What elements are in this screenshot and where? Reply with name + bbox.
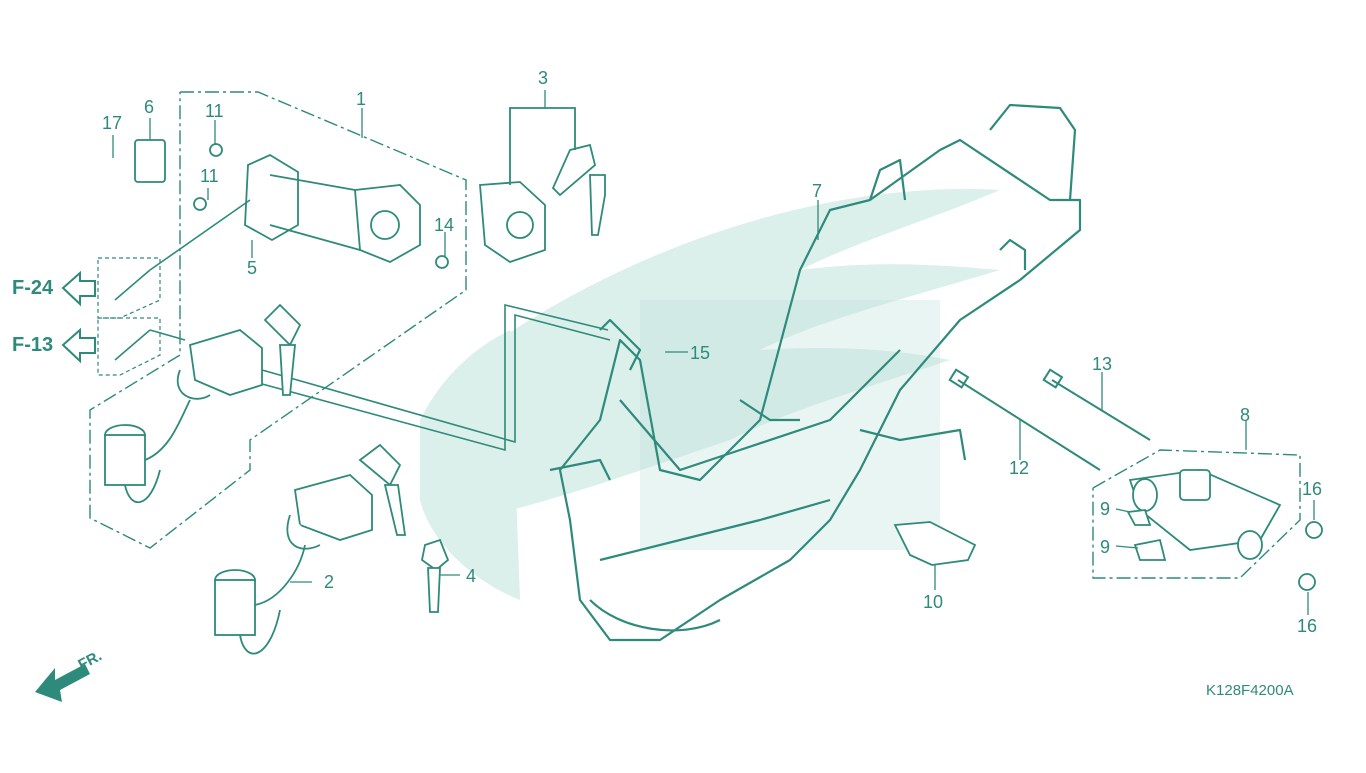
assembly-outline-1	[89, 91, 467, 549]
reference-f24[interactable]: F-24	[12, 277, 54, 299]
pivot-bracket-8	[1126, 469, 1323, 591]
watermark-wing-logo	[420, 189, 1000, 600]
callout-11a: 11	[205, 101, 224, 121]
reference-arrows	[61, 270, 96, 364]
callout-15: 15	[690, 343, 711, 363]
f13-arrow-icon	[61, 327, 96, 364]
reference-boxes	[97, 257, 161, 376]
key-4	[421, 538, 450, 613]
connector-pins	[114, 199, 251, 361]
callout-3: 3	[538, 68, 549, 88]
callout-2: 2	[324, 572, 335, 592]
main-frame	[549, 103, 1082, 642]
callout-1: 1	[356, 89, 367, 109]
ignition-switch-2	[214, 443, 407, 655]
callout-16b: 16	[1297, 616, 1318, 636]
dotted-shading	[640, 300, 940, 550]
callout-11b: 11	[200, 166, 219, 186]
callout-8: 8	[1240, 405, 1251, 425]
long-bolts	[948, 368, 1151, 471]
reference-f13[interactable]: F-13	[12, 334, 54, 356]
f24-arrow-icon	[61, 270, 96, 307]
callout-13: 13	[1092, 354, 1113, 374]
callout-10: 10	[923, 592, 944, 612]
seat-lock-cable	[239, 303, 611, 452]
callout-9b: 9	[1100, 537, 1111, 557]
front-arrow-icon	[35, 664, 90, 702]
callout-14: 14	[434, 215, 455, 235]
callout-4: 4	[466, 566, 477, 586]
bracket-10	[893, 521, 977, 566]
callout-17: 17	[102, 113, 123, 133]
callout-16a: 16	[1302, 479, 1323, 499]
callout-12: 12	[1009, 458, 1030, 478]
leader-lines	[112, 90, 1315, 615]
ignition-switch-assembly	[104, 303, 302, 503]
key-set-3	[479, 107, 606, 263]
assembly-outline-8	[1092, 449, 1301, 579]
callout-5: 5	[247, 258, 258, 278]
callout-7: 7	[812, 181, 823, 201]
callout-9a: 9	[1100, 499, 1111, 519]
seat-lock-assembly	[134, 139, 449, 269]
callout-6: 6	[144, 97, 155, 117]
drawing-code: K128F4200A	[1206, 682, 1294, 699]
